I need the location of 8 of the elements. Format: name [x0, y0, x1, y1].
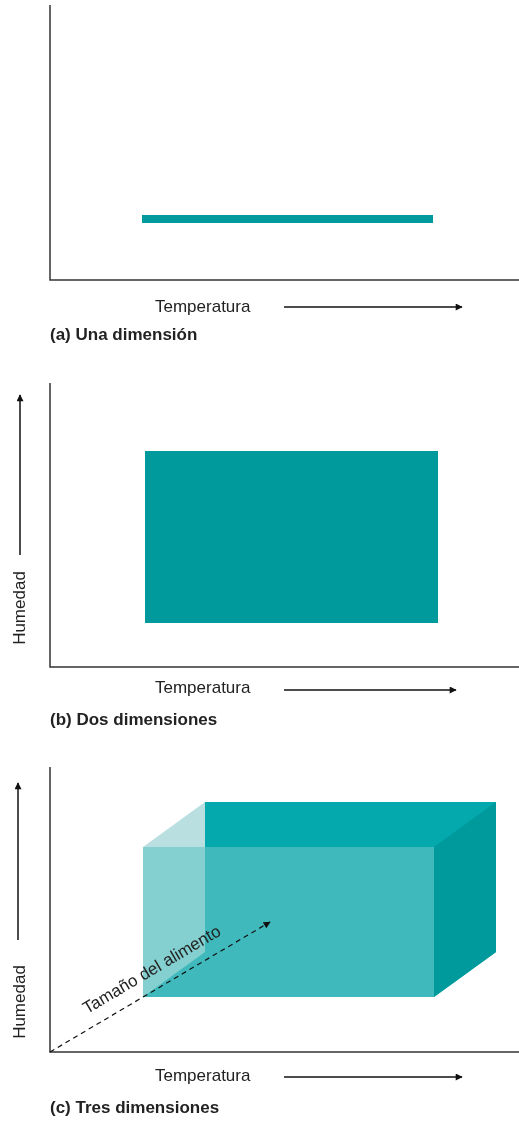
axis-label: Humedad [10, 965, 30, 1039]
panel-caption: (a) Una dimensión [50, 325, 198, 345]
axis-label: Temperatura [155, 678, 251, 698]
axis-label: Humedad [10, 571, 30, 645]
axis-label: Temperatura [155, 1066, 251, 1086]
panel-caption: (b) Dos dimensiones [50, 710, 218, 730]
panel-caption: (c) Tres dimensiones [50, 1098, 220, 1118]
axis-label: Temperatura [155, 297, 251, 317]
